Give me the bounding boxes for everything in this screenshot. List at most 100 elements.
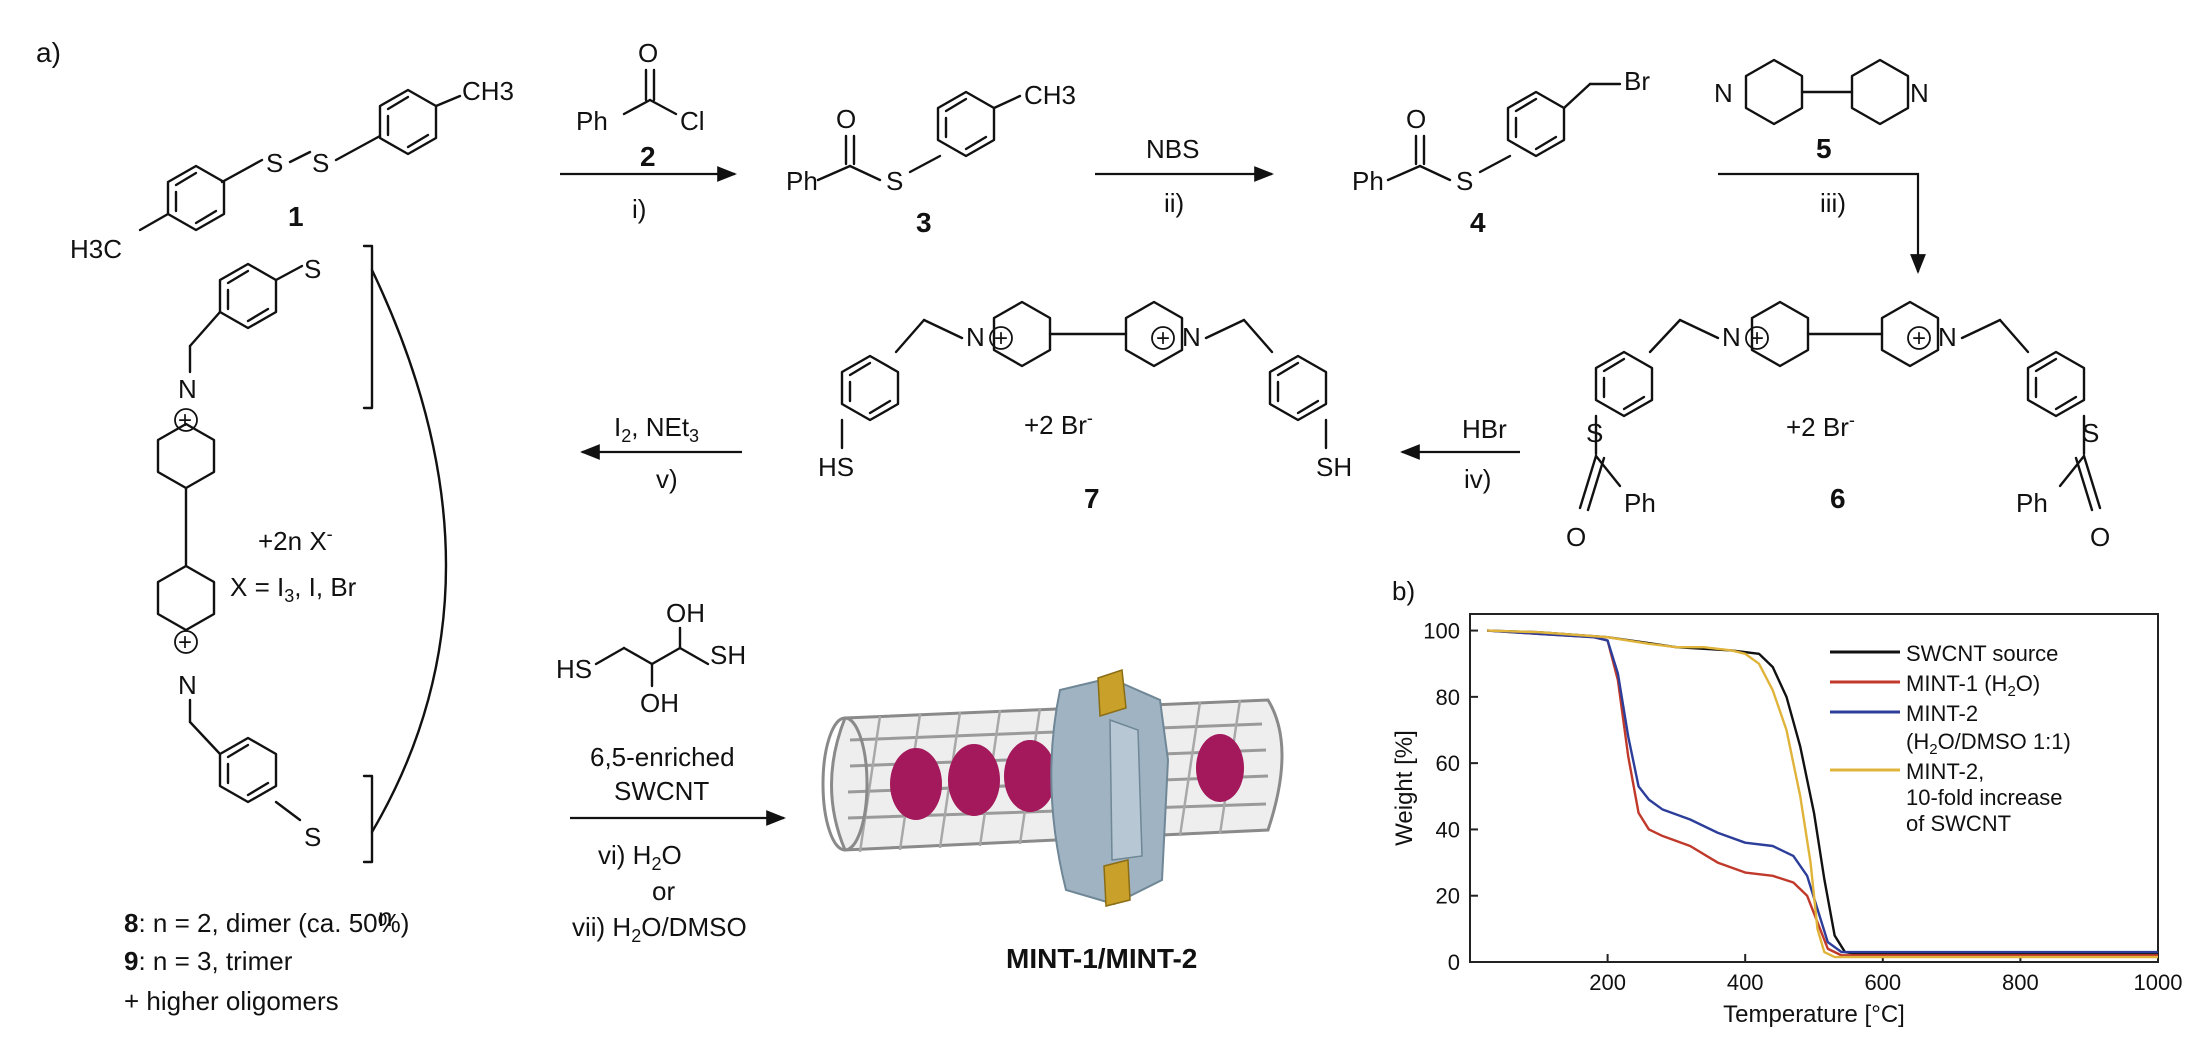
compound-8-s-bottom: S [304, 822, 321, 852]
series-line-mint-2 [1487, 629, 2158, 954]
compound-4-number: 4 [1470, 207, 1486, 238]
compound-8-x-definition: X = I3, I, Br [230, 572, 357, 606]
compound-7-plus-left: + [994, 325, 1008, 352]
compound-6-plus-right: + [1912, 325, 1926, 352]
compound-3-methyl: CH3 [1024, 80, 1076, 110]
reaction-arrow-i: O Ph Cl 2 i) [560, 38, 737, 224]
compound-3-s: S [886, 166, 903, 196]
compound-6-s-left: S [1586, 418, 1603, 448]
final-reagent-line1: 6,5-enriched [590, 742, 735, 772]
final-reagent-line2: SWCNT [614, 776, 709, 806]
compound-8-subscript-n: n [378, 902, 392, 932]
compound-5-n2: N [1910, 78, 1929, 108]
dithiol-reagent: HS OH OH SH [556, 598, 746, 718]
compound-6: N + N + S S Ph Ph O O +2 Br- 6 [1566, 300, 2110, 552]
dithiol-oh-bottom: OH [640, 688, 679, 718]
compound-2-ph: Ph [576, 106, 608, 136]
compound-7-hs: HS [818, 452, 854, 482]
legend-label-mint-2-10x: MINT-2, [1906, 759, 1984, 784]
compound-6-o-left: O [1566, 522, 1586, 552]
compound-8-9: S N + + N S n +2n X- X = I3, I, Br [156, 244, 448, 932]
compound-6-ph-right: Ph [2016, 488, 2048, 518]
compound-7-n-right: N [1182, 322, 1201, 352]
chart-y-axis-label: Weight [%] [1391, 730, 1418, 846]
legend-label-mint-1: MINT-1 (H2O) [1906, 671, 2040, 700]
compound-1-methyl-bottom: H3C [70, 234, 122, 264]
compound-4-s: S [1456, 166, 1473, 196]
compound-7: N + N + HS SH +2 Br- 7 [818, 300, 1352, 514]
dithiol-oh-top: OH [666, 598, 705, 628]
mint-illustration: MINT-1/MINT-2 [821, 668, 1284, 974]
legend-label-mint-2-10x-line2: 10-fold increase [1906, 785, 2063, 810]
compound-8-s-top: S [304, 254, 321, 284]
compound-7-counterion: +2 Br- [1024, 408, 1093, 440]
legend-label-swcnt-source: SWCNT source [1906, 641, 2058, 666]
x-tick-label: 400 [1727, 970, 1764, 995]
compound-1-s1: S [266, 148, 283, 178]
product-label: MINT-1/MINT-2 [1006, 943, 1197, 974]
compound-8-plus-bottom: + [178, 629, 192, 656]
dithiol-sh: SH [710, 640, 746, 670]
legend-label-mint-2: MINT-2 [1906, 701, 1978, 726]
compound-3-ph: Ph [786, 166, 818, 196]
reaction-arrow-iv: HBr iv) [1400, 414, 1520, 494]
step-v-reagent: I2, NEt3 [614, 412, 699, 446]
caption-compound-8: 8: n = 2, dimer (ca. 50%) [124, 908, 409, 938]
compound-7-n-left: N [966, 322, 985, 352]
final-step-vii: vii) H2O/DMSO [572, 912, 747, 946]
macrocycle-ring [1050, 668, 1170, 907]
compound-2-o: O [638, 38, 658, 68]
reaction-arrow-ii: NBS ii) [1095, 134, 1274, 218]
compound-1-s2: S [312, 148, 329, 178]
step-ii-label: ii) [1164, 188, 1184, 218]
compound-1-methyl-top: CH3 [462, 76, 514, 106]
y-tick-label: 100 [1423, 619, 1460, 644]
panel-label-b: b) [1392, 576, 1415, 606]
y-tick-label: 20 [1436, 884, 1460, 909]
compound-6-n-right: N [1938, 322, 1957, 352]
guest-molecule [1004, 740, 1056, 812]
compound-1-number: 1 [288, 201, 304, 232]
compound-5-n1: N [1714, 78, 1733, 108]
x-tick-label: 800 [2002, 970, 2039, 995]
compound-6-plus-left: + [1750, 325, 1764, 352]
compound-3-number: 3 [916, 207, 932, 238]
final-or: or [652, 876, 675, 906]
compound-1: S S CH3 H3C 1 [70, 76, 514, 264]
guest-molecule [1196, 734, 1244, 802]
y-tick-label: 60 [1436, 751, 1460, 776]
step-iv-label: iv) [1464, 464, 1491, 494]
compound-6-number: 6 [1830, 483, 1846, 514]
x-tick-label: 1000 [2134, 970, 2183, 995]
final-step-vi: vi) H2O [598, 840, 682, 874]
compound-8-n-top: N [178, 374, 197, 404]
compound-7-number: 7 [1084, 483, 1100, 514]
series-line-mint-2-10x [1487, 629, 2158, 959]
reaction-arrow-v: I2, NEt3 v) [580, 412, 742, 494]
compound-6-o-right: O [2090, 522, 2110, 552]
chart-x-axis-label: Temperature [°C] [1723, 1001, 1905, 1028]
y-tick-label: 40 [1436, 817, 1460, 842]
x-tick-label: 200 [1589, 970, 1626, 995]
compound-6-counterion: +2 Br- [1786, 410, 1855, 442]
compound-4-ph: Ph [1352, 166, 1384, 196]
guest-molecule [890, 748, 942, 820]
step-v-label: v) [656, 464, 678, 494]
dithiol-hs: HS [556, 654, 592, 684]
y-tick-label: 80 [1436, 685, 1460, 710]
compound-3-o: O [836, 104, 856, 134]
compound-3: O Ph S CH3 3 [786, 80, 1076, 238]
compound-6-n-left: N [1722, 322, 1741, 352]
compound-6-ph-left: Ph [1624, 488, 1656, 518]
compound-2-cl: Cl [680, 106, 705, 136]
step-ii-reagent: NBS [1146, 134, 1199, 164]
compound-4-br: Br [1624, 66, 1650, 96]
compound-8-n-bottom: N [178, 670, 197, 700]
caption-higher-oligomers: + higher oligomers [124, 986, 339, 1016]
step-iv-reagent: HBr [1462, 414, 1507, 444]
step-iii-label: iii) [1820, 188, 1846, 218]
compound-5: N N 5 [1714, 58, 1929, 164]
compound-2-number: 2 [640, 141, 656, 172]
compound-4: O Ph S Br 4 [1352, 66, 1650, 238]
